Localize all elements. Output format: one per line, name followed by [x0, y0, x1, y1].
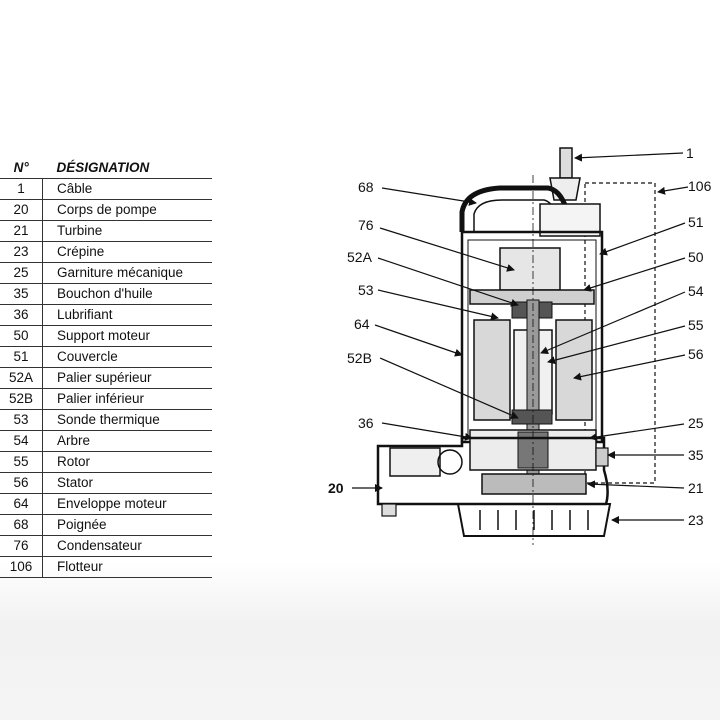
part-number: 51 [0, 346, 43, 368]
part-designation: Sonde thermique [42, 409, 212, 431]
part-designation: Palier inférieur [42, 388, 212, 410]
part-designation: Câble [42, 178, 212, 200]
callout-51: 51 [688, 214, 704, 230]
callout-35: 35 [688, 447, 704, 463]
callout-56: 56 [688, 346, 704, 362]
part-number: 53 [0, 409, 43, 431]
discharge-outlet [389, 447, 441, 477]
part-number: 52B [0, 388, 43, 410]
part-number: 20 [0, 199, 43, 221]
part-number: 35 [0, 283, 43, 305]
part-number: 76 [0, 535, 43, 557]
part-designation: Couvercle [42, 346, 212, 368]
callout-76: 76 [358, 217, 374, 233]
part-number: 56 [0, 472, 43, 494]
part-number: 50 [0, 325, 43, 347]
part-designation: Rotor [42, 451, 212, 473]
oil-plug [595, 447, 609, 467]
part-number: 64 [0, 493, 43, 515]
part-number: 52A [0, 367, 43, 389]
part-number: 25 [0, 262, 43, 284]
part-designation: Flotteur [42, 556, 212, 578]
header-number: N° [0, 157, 43, 179]
part-designation: Crépine [42, 241, 212, 263]
callout-20: 20 [328, 480, 344, 496]
callout-50: 50 [688, 249, 704, 265]
header-designation: DÉSIGNATION [42, 157, 212, 179]
part-designation: Bouchon d'huile [42, 283, 212, 305]
callout-64: 64 [354, 316, 370, 332]
callout-21: 21 [688, 480, 704, 496]
background-fade [0, 560, 720, 720]
callout-1: 1 [686, 145, 694, 161]
callout-25: 25 [688, 415, 704, 431]
part-number: 1 [0, 178, 43, 200]
part-number: 23 [0, 241, 43, 263]
part-number: 54 [0, 430, 43, 452]
part-number: 36 [0, 304, 43, 326]
part-designation: Condensateur [42, 535, 212, 557]
cover [539, 203, 601, 237]
part-designation: Garniture mécanique [42, 262, 212, 284]
foot-left [381, 503, 397, 517]
impeller [481, 473, 587, 495]
part-designation: Stator [42, 472, 212, 494]
callout-53: 53 [358, 282, 374, 298]
part-designation: Lubrifiant [42, 304, 212, 326]
outlet-flange [437, 449, 463, 475]
part-number: 55 [0, 451, 43, 473]
part-designation: Poignée [42, 514, 212, 536]
part-number: 68 [0, 514, 43, 536]
leader-lines [352, 152, 689, 524]
callout-55: 55 [688, 317, 704, 333]
strainer-slots [479, 510, 589, 530]
part-designation: Corps de pompe [42, 199, 212, 221]
lower-bearing [511, 409, 553, 425]
callout-52a: 52A [347, 249, 373, 265]
cable [559, 147, 573, 179]
part-designation: Support moteur [42, 325, 212, 347]
callout-36: 36 [358, 415, 374, 431]
part-number: 21 [0, 220, 43, 242]
part-designation: Arbre [42, 430, 212, 452]
stator-right [555, 319, 593, 421]
part-designation: Enveloppe moteur [42, 493, 212, 515]
callout-52b: 52B [347, 350, 372, 366]
part-designation: Turbine [42, 220, 212, 242]
stator-left [473, 319, 511, 421]
callout-23: 23 [688, 512, 704, 528]
strainer [456, 503, 612, 537]
callout-68: 68 [358, 179, 374, 195]
table-header-row: N° DÉSIGNATION [0, 157, 212, 179]
part-designation: Palier supérieur [42, 367, 212, 389]
callout-106: 106 [688, 178, 712, 194]
part-number: 106 [0, 556, 43, 578]
callout-labels: 1 68 106 76 51 52A 50 53 54 64 55 52B 56… [328, 145, 712, 528]
handle [459, 185, 573, 232]
callout-54: 54 [688, 283, 704, 299]
